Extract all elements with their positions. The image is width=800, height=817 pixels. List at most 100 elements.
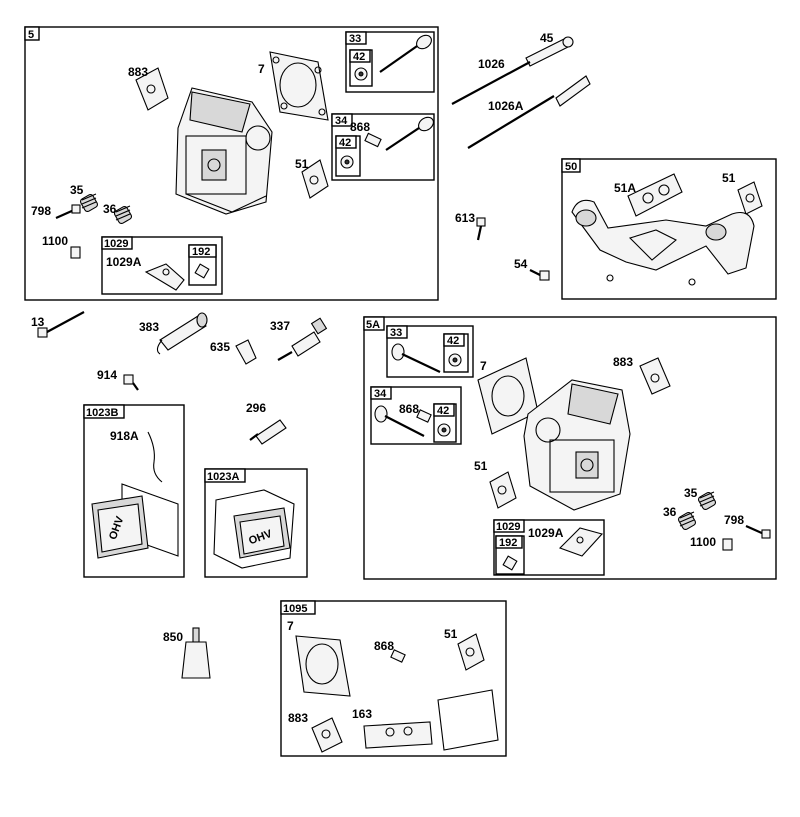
valve-cover-gasket-part <box>437 689 499 751</box>
label-868: 868 <box>399 402 419 416</box>
assembly-frame-5: 5 883 7 33 42 <box>24 26 439 301</box>
spring-36-part <box>677 511 697 531</box>
rocker-arm-part <box>144 263 185 291</box>
exhaust-valve-part <box>374 405 425 437</box>
label-883: 883 <box>613 355 633 369</box>
breather-hose-918a-part <box>147 431 163 483</box>
push-rod-45-part <box>525 36 574 67</box>
label-51: 51 <box>474 459 488 473</box>
sealant-tube-850-part <box>181 627 211 679</box>
assembly-frame-1023b: 1023B 918A OHV <box>83 404 185 578</box>
valve-seal-part <box>340 155 354 169</box>
label-296: 296 <box>246 401 266 415</box>
push-rod-1026a-part <box>467 75 591 149</box>
frame-tag-50: 50 <box>565 161 577 173</box>
gasket-883-part <box>135 67 169 111</box>
label-51: 51 <box>295 157 309 171</box>
label-51: 51 <box>444 627 458 641</box>
valve-spring-35-part <box>697 491 717 511</box>
label-1029a: 1029A <box>106 255 142 269</box>
frame-tag-1029: 1029 <box>104 238 128 250</box>
frame-tag-1095: 1095 <box>283 603 307 615</box>
valve-seal-part <box>448 353 462 367</box>
label-337: 337 <box>270 319 290 333</box>
assembly-frame-1095: 1095 7 868 51 883 163 <box>280 600 507 757</box>
label-635: 635 <box>210 340 230 354</box>
valve-guide-868-part <box>416 409 432 423</box>
label-1100: 1100 <box>690 535 716 549</box>
frame-tag-5: 5 <box>28 29 34 41</box>
frame-tag-34: 34 <box>374 388 387 400</box>
clip-1100-part <box>722 538 733 551</box>
valve-cover-part: OHV <box>233 507 291 559</box>
label-35: 35 <box>70 183 84 197</box>
label-850: 850 <box>163 630 183 644</box>
valve-cover-part: OHV <box>91 495 149 559</box>
nut-192-part <box>502 555 518 571</box>
frame-tag-1029: 1029 <box>496 521 520 533</box>
spark-plug-337-part <box>277 317 328 361</box>
label-1026: 1026 <box>478 57 505 71</box>
assembly-frame-1023a: 1023A OHV <box>204 468 308 578</box>
valve-cover-gasket-part <box>213 489 295 569</box>
label-7: 7 <box>480 359 487 373</box>
frame-tag-33: 33 <box>390 327 402 339</box>
assembly-frame-5a: 5A 33 42 34 868 42 <box>363 316 777 580</box>
valve-spring-35-part <box>79 193 99 213</box>
breather-tube-383-part <box>156 312 208 355</box>
frame-tag-42: 42 <box>339 137 351 149</box>
clip-1100-part <box>70 246 81 259</box>
gasket-51-part <box>301 159 329 199</box>
label-45: 45 <box>540 31 554 45</box>
frame-tag-42: 42 <box>437 405 449 417</box>
gasket-51-part <box>457 633 485 671</box>
frame-tag-192: 192 <box>499 537 517 549</box>
screw-914-part <box>123 374 139 391</box>
plug-boot-635-part <box>235 339 257 365</box>
label-868: 868 <box>374 639 394 653</box>
rocker-stud-798-part <box>55 204 81 220</box>
valve-guide-868-part <box>390 649 406 663</box>
gasket-883-part <box>639 357 671 395</box>
gasket-51-part <box>489 471 517 509</box>
label-36: 36 <box>663 505 677 519</box>
label-883: 883 <box>288 711 308 725</box>
manifold-gasket-51a-part <box>627 173 683 217</box>
intake-manifold-part <box>571 199 755 286</box>
label-798: 798 <box>724 513 744 527</box>
label-868: 868 <box>350 120 370 134</box>
manifold-gasket-163-part <box>363 721 433 749</box>
label-914: 914 <box>97 368 117 382</box>
bolt-613-part <box>476 217 486 241</box>
label-883: 883 <box>128 65 148 79</box>
cylinder-head-part <box>175 87 273 215</box>
gasket-883-part <box>311 717 343 753</box>
label-35: 35 <box>684 486 698 500</box>
label-1029a: 1029A <box>528 526 564 540</box>
rocker-stud-798-part <box>745 524 771 539</box>
valve-seal-part <box>354 67 368 81</box>
frame-tag-33: 33 <box>349 33 361 45</box>
label-51: 51 <box>722 171 736 185</box>
intake-valve-part <box>379 34 432 73</box>
label-613: 613 <box>455 211 475 225</box>
push-rod-1026-part <box>451 61 531 105</box>
spring-36-part <box>113 205 133 225</box>
label-51a: 51A <box>614 181 636 195</box>
frame-tag-192: 192 <box>192 246 210 258</box>
spark-plug-296-part <box>249 419 287 445</box>
label-918a: 918A <box>110 429 139 443</box>
nut-192-part <box>194 263 210 279</box>
label-7: 7 <box>258 62 265 76</box>
label-36: 36 <box>103 202 117 216</box>
bolt-54-part <box>529 269 550 281</box>
valve-guide-868-part <box>364 132 382 148</box>
label-798: 798 <box>31 204 51 218</box>
frame-tag-5a: 5A <box>366 319 380 331</box>
frame-tag-1023b: 1023B <box>86 407 118 419</box>
frame-tag-1023a: 1023A <box>207 471 239 483</box>
label-1026a: 1026A <box>488 99 524 113</box>
exhaust-valve-part <box>385 116 434 151</box>
frame-tag-42: 42 <box>447 335 459 347</box>
